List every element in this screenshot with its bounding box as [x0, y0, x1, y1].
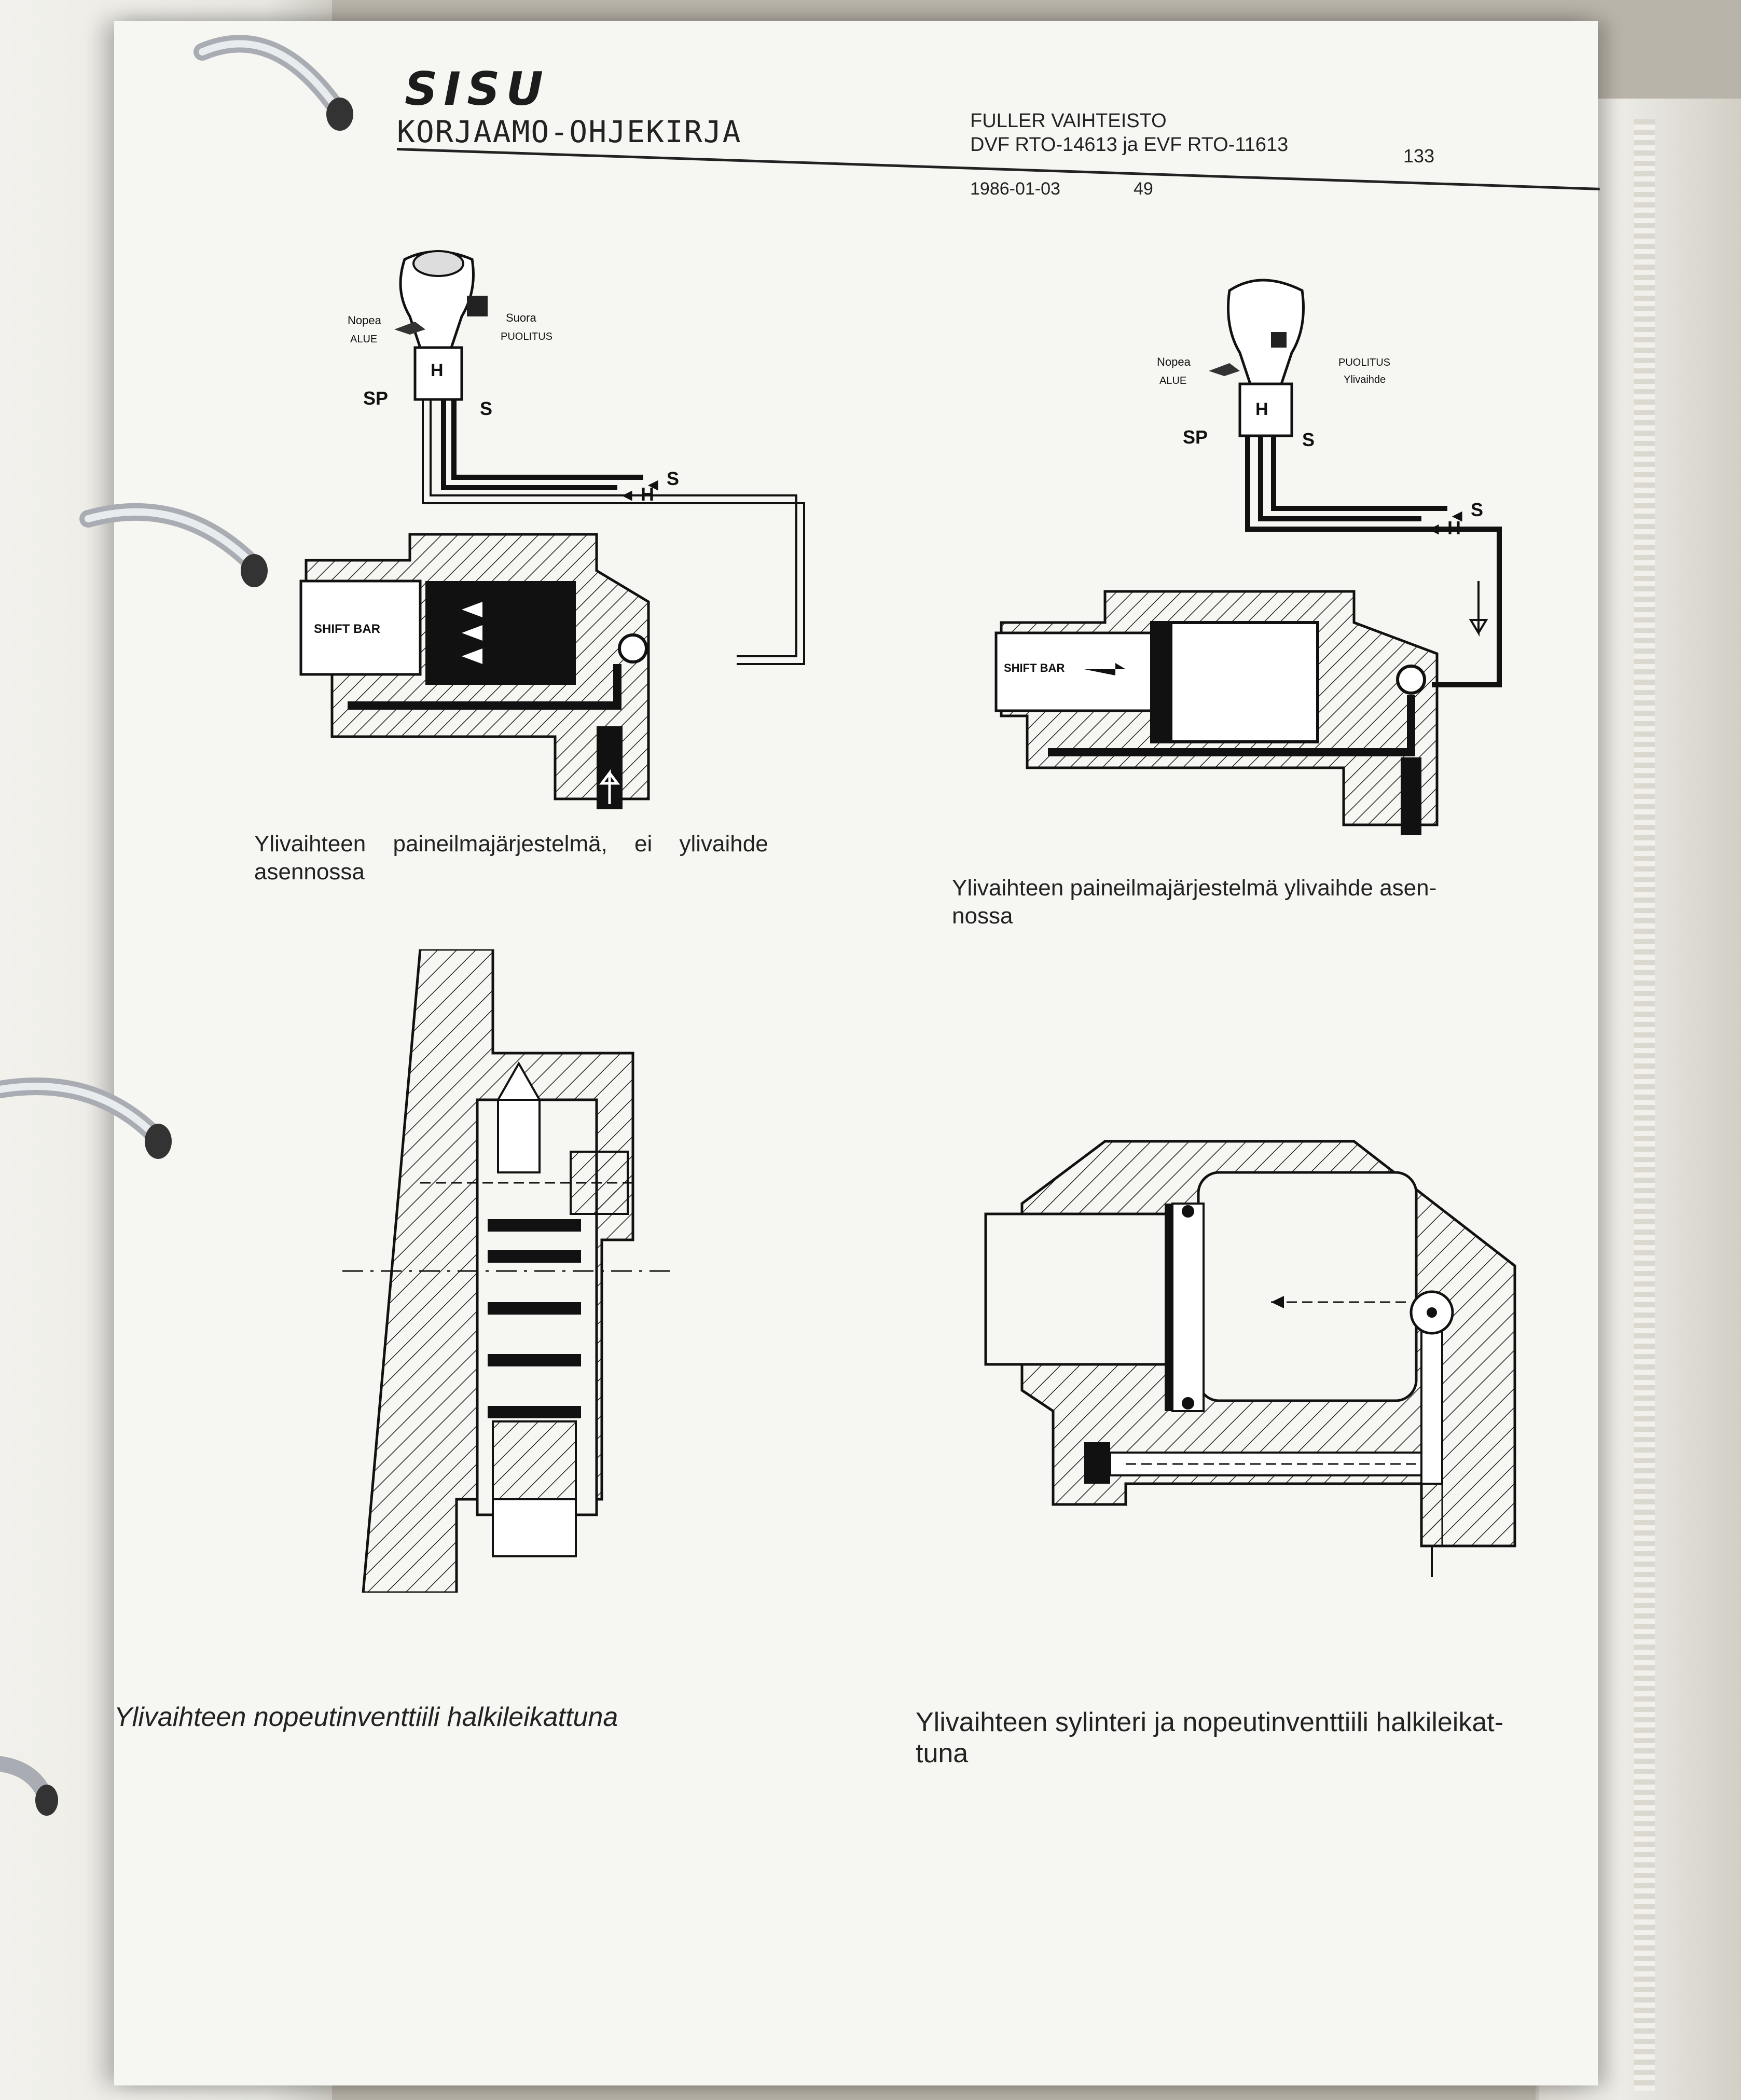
svg-text:S: S	[1471, 499, 1483, 520]
label-alue: ALUE	[350, 334, 377, 345]
label-shift-bar: SHIFT BAR	[1004, 661, 1065, 674]
figure-3-valve-section	[342, 949, 674, 1593]
svg-text:H: H	[1447, 517, 1461, 538]
figure-2-caption: Ylivaihteen paineilmajärjestelmä ylivaih…	[952, 874, 1600, 930]
label-sp: SP	[1183, 426, 1208, 448]
svg-text:◂: ◂	[621, 483, 632, 505]
binder-ring-2	[78, 488, 275, 602]
header-subject: FULLER VAIHTEISTO DVF RTO-14613 ja EVF R…	[970, 109, 1288, 157]
page-number: 133	[1403, 145, 1435, 167]
label-suora: Suora	[506, 311, 536, 324]
figure-1-caption-line-1: Ylivaihteen paineilmajärjestelmä, ei yli…	[254, 831, 768, 856]
shift-knob	[1227, 279, 1305, 385]
binder-ring-3	[0, 1058, 187, 1172]
label-nopea: Nopea	[348, 314, 382, 327]
sleeve-edge	[1634, 119, 1655, 2091]
manual-title: KORJAAMO-OHJEKIRJA	[397, 114, 742, 149]
svg-text:◂: ◂	[647, 473, 658, 494]
svg-text:H: H	[641, 483, 654, 505]
figure-4-caption-line-1: Ylivaihteen sylinteri ja nopeutinventtii…	[916, 1707, 1504, 1737]
figure-1-caption-line-2: asennossa	[254, 859, 365, 885]
binder-ring-1	[192, 21, 358, 145]
figure-2-drawing: Nopea ALUE PUOLITUS Ylivaihde H SP S ◂ S…	[994, 279, 1502, 835]
figure-4-cylinder-section	[980, 1121, 1556, 1577]
figure-4-drawing	[984, 1140, 1516, 1577]
figure-3-drawing	[342, 949, 674, 1593]
label-sp: SP	[363, 388, 388, 409]
manual-page: SISU KORJAAMO-OHJEKIRJA FULLER VAIHTEIST…	[114, 21, 1600, 2085]
label-s: S	[1302, 429, 1315, 450]
label-nopea: Nopea	[1157, 355, 1191, 368]
figure-4-caption-line-2: tuna	[916, 1738, 969, 1769]
figure-2-caption-line-1: Ylivaihteen paineilmajärjestelmä ylivaih…	[952, 875, 1437, 901]
label-h: H	[431, 361, 444, 380]
label-ylivaihde: Ylivaihde	[1344, 374, 1386, 385]
binder-ring-4	[0, 1748, 73, 1831]
figure-2-air-system-engaged: Nopea ALUE PUOLITUS Ylivaihde H SP S ◂ S…	[980, 259, 1525, 856]
subject-line-1: FULLER VAIHTEISTO	[970, 110, 1167, 132]
figure-2-caption-line-2: nossa	[952, 903, 1013, 929]
figure-1-air-system-neutral: Nopea ALUE Suora PUOLITUS H SP S ◂ S ◂ H…	[285, 239, 830, 840]
figure-1-caption: Ylivaihteen paineilmajärjestelmä, ei yli…	[254, 830, 929, 886]
date: 1986-01-03	[970, 179, 1060, 199]
svg-text:◂: ◂	[1428, 517, 1439, 538]
label-puolitus: PUOLITUS	[501, 331, 552, 342]
subject-line-2: DVF RTO-14613 ja EVF RTO-11613	[970, 134, 1289, 156]
svg-text:S: S	[667, 468, 679, 489]
figure-4-caption: Ylivaihteen sylinteri ja nopeutinventtii…	[916, 1707, 1595, 1769]
label-s: S	[480, 398, 492, 419]
svg-text:◂: ◂	[1452, 504, 1462, 526]
brand-logo: SISU	[405, 62, 549, 116]
sheet-number: 49	[1134, 179, 1153, 199]
label-puolitus: PUOLITUS	[1338, 357, 1390, 368]
figure-3-caption: Ylivaihteen nopeutinventtiili halkileika…	[114, 1702, 618, 1732]
label-shift-bar: SHIFT BAR	[314, 622, 380, 636]
label-h: H	[1255, 399, 1268, 419]
label-alue: ALUE	[1159, 375, 1186, 386]
figure-1-drawing: Nopea ALUE Suora PUOLITUS H SP S ◂ S ◂ H…	[299, 250, 805, 809]
